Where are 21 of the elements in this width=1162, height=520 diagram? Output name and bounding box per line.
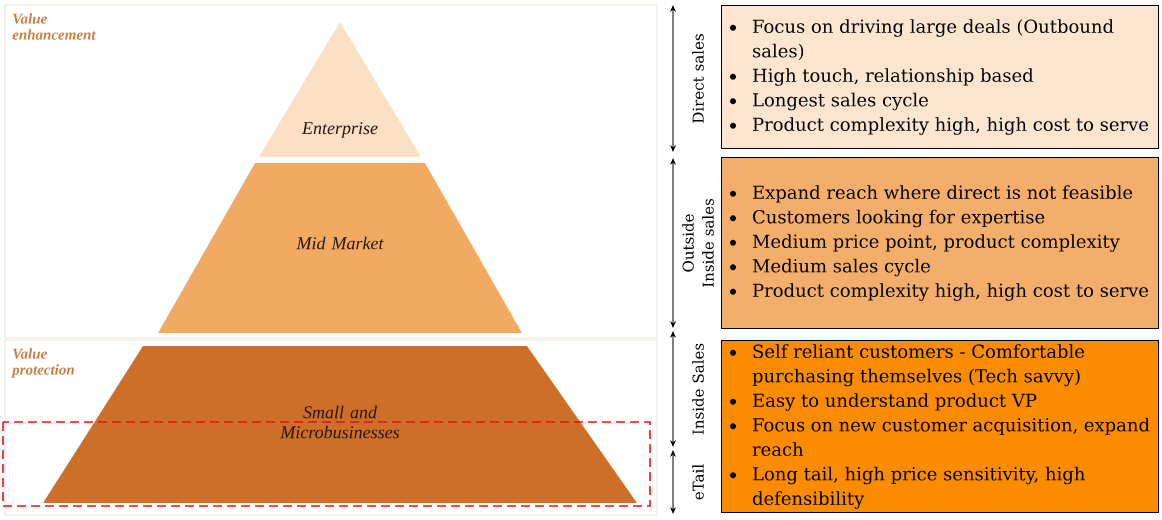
bullet-item: Long tail, high price sensitivity, high defensibility [730, 466, 1085, 509]
bullet-item: Focus on new customer acquisition, expand reach [730, 417, 1150, 457]
info-box [721, 5, 1159, 149]
bullet-item: Medium sales cycle [730, 258, 930, 277]
bullet-item: Medium price point, product complexity [730, 234, 1120, 252]
bullet-item: Product complexity high, high cost to serve [730, 117, 1149, 135]
bullet-item: Expand reach where direct is not feasible [730, 185, 1133, 203]
bullet-item: Self reliant customers - Comfortable purchasing themselves (Tech savvy) [730, 344, 1084, 387]
bullet-item: Longest sales cycle [730, 92, 928, 111]
side-label: Direct sales [692, 34, 704, 123]
pyramid-tier: Enterprise [259, 22, 421, 157]
bullet-item: High touch, relationship based [730, 68, 1034, 86]
bullet-item: Easy to understand product VP [730, 393, 1037, 411]
info-box [721, 340, 1159, 513]
info-box [721, 157, 1159, 329]
bullet-item: Product complexity high, high cost to serve [730, 283, 1149, 301]
pyramid-tier: Mid Market [158, 163, 522, 333]
side-label: eTail [692, 464, 704, 500]
side-label: Inside Sales [692, 343, 704, 435]
bullet-item: Customers looking for expertise [730, 209, 1045, 228]
bullet-item: Focus on driving large deals (Outbound sales) [730, 19, 1114, 61]
